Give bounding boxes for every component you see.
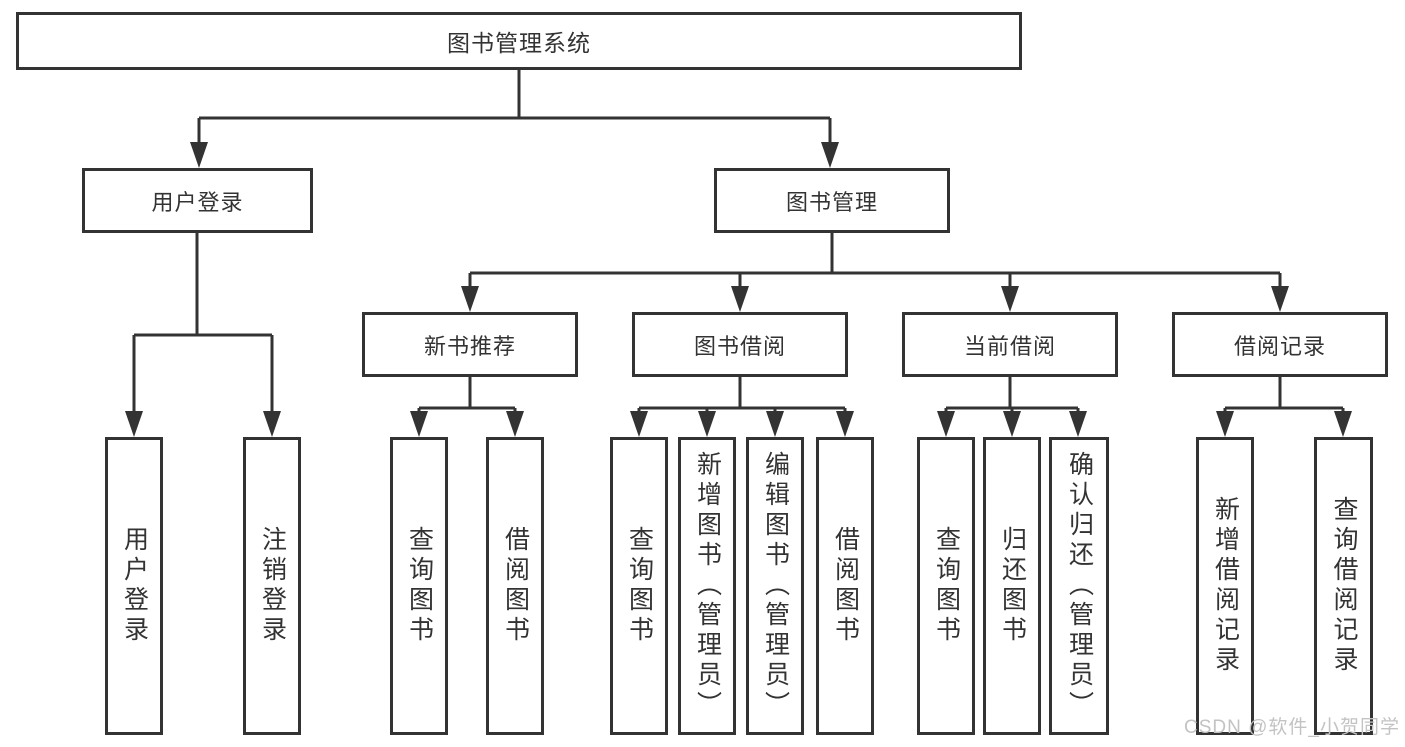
node-library-management-system: 图书管理系统: [16, 12, 1022, 70]
node-user-login: 用户登录: [82, 168, 313, 233]
leaf-add-books-admin: 新增图书（管理员）: [678, 437, 736, 735]
leaf-borrowing-borrow-books: 借阅图书: [816, 437, 874, 735]
leaf-newbook-borrow-books: 借阅图书: [486, 437, 544, 735]
leaf-user-login: 用户登录: [105, 437, 163, 735]
leaf-current-query-books-label: 查询图书: [932, 526, 961, 646]
leaf-edit-books-admin-label: 编辑图书（管理员）: [761, 451, 790, 721]
node-book-borrowing: 图书借阅: [632, 312, 848, 377]
leaf-return-books: 归还图书: [983, 437, 1041, 735]
leaf-return-books-label: 归还图书: [998, 526, 1027, 646]
node-new-book-recommendation: 新书推荐: [362, 312, 578, 377]
leaf-user-login-label: 用户登录: [120, 526, 149, 646]
csdn-watermark: CSDN @软件_小贺同学: [1184, 717, 1400, 738]
leaf-logout: 注销登录: [243, 437, 301, 735]
leaf-query-borrow-record: 查询借阅记录: [1314, 437, 1373, 735]
leaf-newbook-query-books: 查询图书: [390, 437, 448, 735]
leaf-newbook-query-books-label: 查询图书: [405, 526, 434, 646]
leaf-edit-books-admin: 编辑图书（管理员）: [746, 437, 804, 735]
leaf-confirm-return-admin: 确认归还（管理员）: [1049, 437, 1109, 735]
node-borrowing-records: 借阅记录: [1172, 312, 1388, 377]
leaf-newbook-borrow-books-label: 借阅图书: [501, 526, 530, 646]
leaf-add-borrow-record-label: 新增借阅记录: [1211, 496, 1240, 676]
leaf-logout-label: 注销登录: [258, 526, 287, 646]
leaf-query-borrow-record-label: 查询借阅记录: [1330, 496, 1358, 676]
leaf-add-borrow-record: 新增借阅记录: [1196, 437, 1254, 735]
leaf-add-books-admin-label: 新增图书（管理员）: [693, 451, 722, 721]
leaf-confirm-return-admin-label: 确认归还（管理员）: [1065, 451, 1094, 721]
leaf-borrowing-borrow-books-label: 借阅图书: [831, 526, 860, 646]
node-book-management: 图书管理: [714, 168, 950, 233]
leaf-borrowing-query-books-label: 查询图书: [625, 526, 654, 646]
leaf-current-query-books: 查询图书: [917, 437, 975, 735]
leaf-borrowing-query-books: 查询图书: [610, 437, 668, 735]
node-current-borrowing: 当前借阅: [902, 312, 1118, 377]
